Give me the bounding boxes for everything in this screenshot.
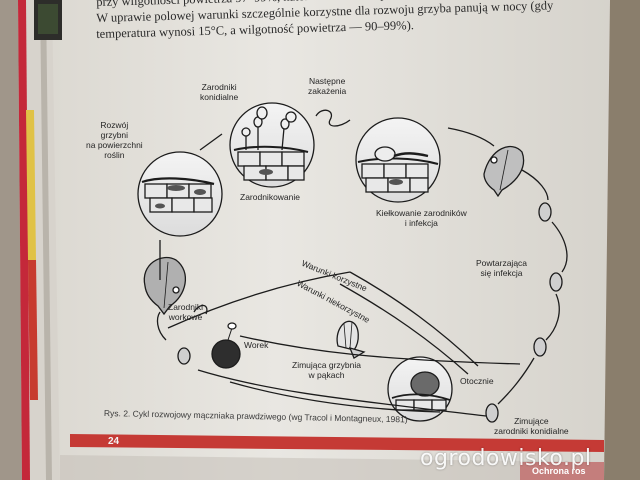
label-mycelium-development: Rozwój grzybni na powierzchni roślin (86, 120, 143, 160)
spore-1 (538, 202, 552, 222)
page-number: 24 (108, 436, 120, 447)
infected-leaf-left (143, 256, 187, 316)
life-cycle-diagram (137, 102, 568, 423)
label-cleistothecia: Otocznie (460, 376, 494, 386)
infected-leaf-right (483, 145, 525, 198)
mycelium-circle (137, 151, 223, 237)
label-ascospores: Zarodniki workowe (168, 302, 203, 322)
label-overwintering-conidia: Zimujące zarodniki konidialne (494, 416, 569, 436)
overwintering-circle (387, 356, 453, 422)
bud-shape (336, 320, 366, 359)
watermark-text: ogrodowisko.pl (420, 446, 592, 471)
label-overwintering-mycelium: Zimująca grzybnia w pąkach (292, 360, 361, 380)
sporulation-circle (229, 102, 315, 188)
ascus-sac (211, 322, 241, 369)
label-next-infections: Następne zakażenia (308, 76, 347, 96)
bottom-red-band (70, 434, 604, 452)
main-page (52, 0, 610, 480)
label-repeated-infection: Powtarzająca się infekcja (476, 258, 528, 278)
label-germination: Kiełkowanie zarodników i infekcja (376, 208, 467, 228)
spore-4 (485, 403, 499, 423)
spore-2 (549, 272, 563, 292)
label-conidial-spores: Zarodniki konidialne (200, 82, 239, 102)
label-ascus: Worek (244, 340, 269, 350)
spore-3 (533, 337, 547, 357)
footer-section-tab: Ochrona ros (532, 466, 586, 476)
label-sporulation: Zarodnikowanie (240, 192, 301, 202)
germination-circle (355, 117, 441, 203)
spore-5 (177, 347, 191, 365)
